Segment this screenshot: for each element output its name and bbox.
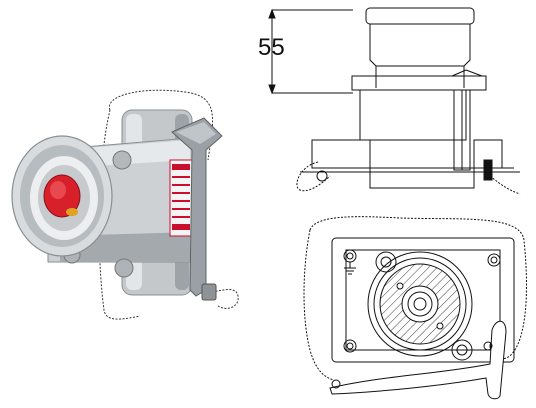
- elevation-safety-wire: [296, 161, 521, 195]
- bolt-icon: [483, 159, 493, 181]
- lever-tag: [201, 283, 217, 301]
- plan-button-outer-ring: [367, 251, 473, 357]
- elevation-base: [311, 139, 503, 189]
- warning-label: [169, 159, 193, 237]
- red-push-button-icon: [43, 174, 81, 218]
- top-plan-drawing: [303, 216, 527, 400]
- bolt-icon: [316, 170, 328, 182]
- dimension-label: 55: [258, 34, 285, 61]
- plan-safety-wire: [303, 216, 527, 381]
- mounting-boss: [114, 258, 134, 278]
- plan-housing: [331, 237, 515, 363]
- mounting-boss: [112, 150, 132, 170]
- push-button-station-photo: [11, 89, 239, 320]
- elevation-body: [359, 89, 467, 141]
- photo-safety-wire: [98, 89, 239, 320]
- ground-symbol-icon: [344, 262, 356, 275]
- lever-pivot-icon: [331, 379, 341, 389]
- flange: [351, 75, 487, 91]
- button-cap-top: [365, 7, 475, 25]
- dimension-55: [268, 8, 353, 95]
- plan-lever: [329, 320, 507, 400]
- side-elevation-drawing: [268, 7, 521, 195]
- lever-arm: [171, 117, 223, 301]
